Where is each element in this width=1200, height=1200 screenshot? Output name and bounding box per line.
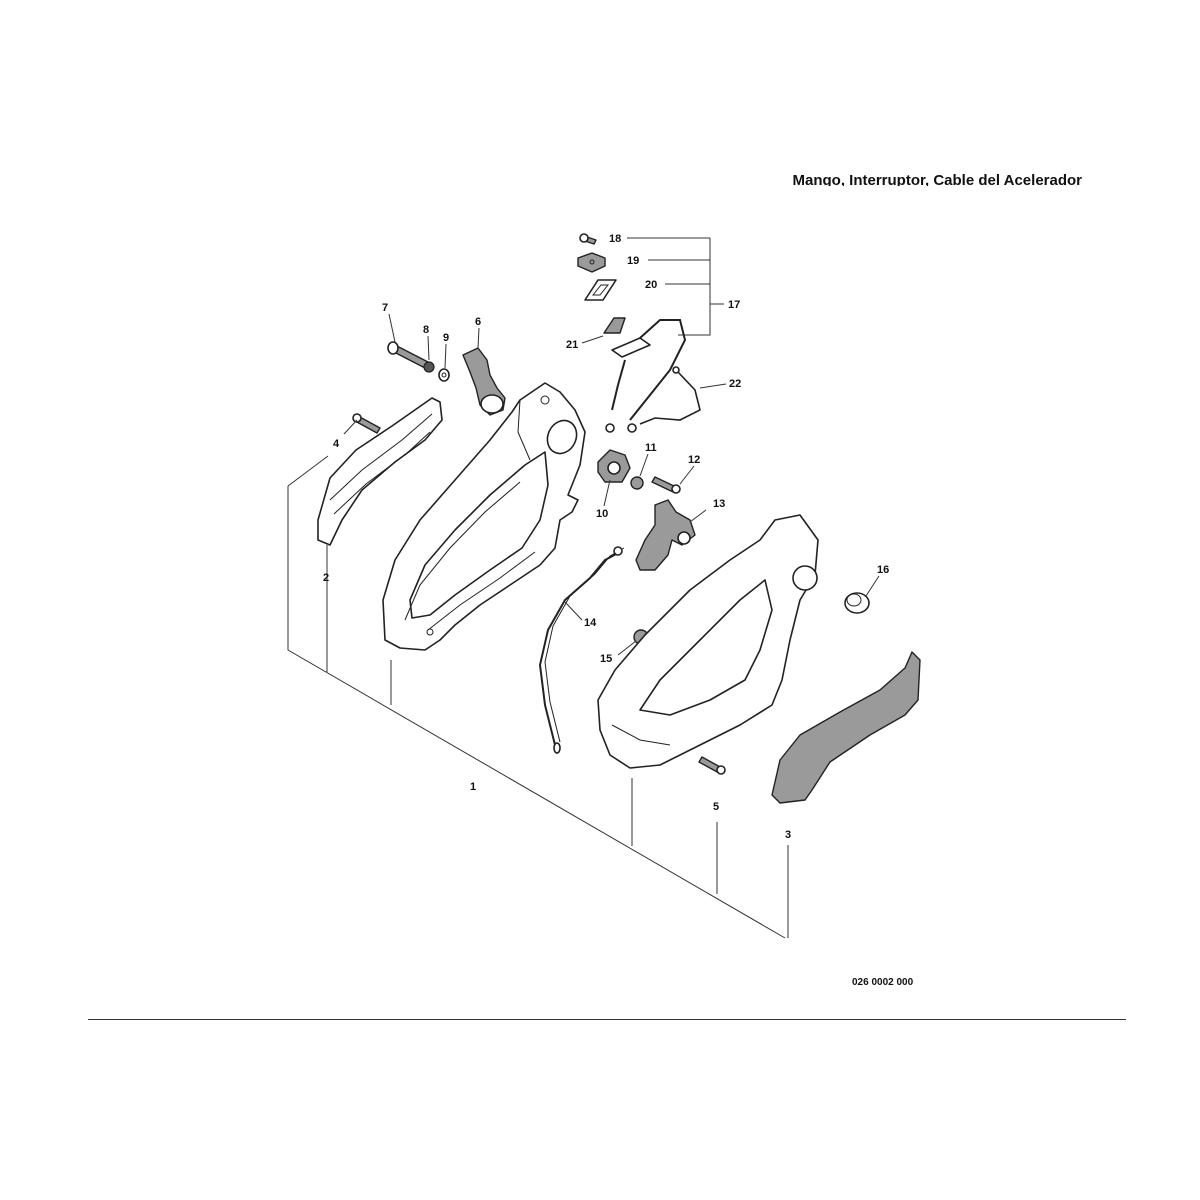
callout-5: 5 <box>713 801 719 813</box>
part-8-nut <box>423 361 435 373</box>
part-16-cap <box>844 592 870 614</box>
callout-21: 21 <box>566 339 578 351</box>
callout-13: 13 <box>713 498 725 510</box>
part-4-screw <box>352 413 381 434</box>
diagram-title: Mango, Interruptor, Cable del Acelerador <box>792 172 1083 186</box>
part-21-switch-block <box>603 317 626 334</box>
part-5-screw <box>698 756 726 775</box>
part-14-throttle-cable <box>538 546 625 754</box>
part-11-nut <box>630 476 644 490</box>
callout-6: 6 <box>475 316 481 328</box>
callout-20: 20 <box>645 279 657 291</box>
part-3-grip-cover <box>771 651 921 804</box>
part-18-screw <box>579 233 597 245</box>
part-6-trigger <box>462 347 506 416</box>
drawing-code: 026 0002 000 <box>852 977 914 988</box>
part-20-gasket <box>584 279 617 301</box>
assembly-1-bracket <box>287 455 789 939</box>
leader-lines <box>343 313 880 656</box>
assembly-17-bracket <box>627 237 724 336</box>
callout-9: 9 <box>443 332 449 344</box>
footer-divider <box>88 1019 1126 1020</box>
callout-10: 10 <box>596 508 608 520</box>
part-9-washer <box>438 368 450 382</box>
callout-19: 19 <box>627 255 639 267</box>
callout-8: 8 <box>423 324 429 336</box>
callout-16: 16 <box>877 564 889 576</box>
callout-11: 11 <box>645 442 657 454</box>
callout-17: 17 <box>728 299 740 311</box>
callout-7: 7 <box>382 302 388 314</box>
part-17-switch-wiring <box>605 319 687 433</box>
part-12-screw <box>651 476 681 494</box>
callout-22: 22 <box>729 378 741 390</box>
part-7-bolt <box>387 341 429 369</box>
callout-14: 14 <box>584 617 597 629</box>
part-19-switch-cap <box>577 252 606 273</box>
part-10-switch-mount <box>597 449 631 483</box>
part-1-handle-frame <box>382 382 586 651</box>
callout-labels: 1 2 3 4 5 6 7 8 9 10 11 12 13 14 15 16 1… <box>323 233 889 841</box>
part-13-lockout-lever <box>635 499 696 571</box>
callout-1: 1 <box>470 781 476 793</box>
callout-12: 12 <box>688 454 700 466</box>
part-22-ground-wire <box>639 366 701 425</box>
callout-15: 15 <box>600 653 612 665</box>
callout-18: 18 <box>609 233 621 245</box>
callout-4: 4 <box>333 438 340 450</box>
part-2-side-cover <box>317 397 443 546</box>
callout-3: 3 <box>785 829 791 841</box>
callout-2: 2 <box>323 572 329 584</box>
handle-cover <box>597 514 819 769</box>
